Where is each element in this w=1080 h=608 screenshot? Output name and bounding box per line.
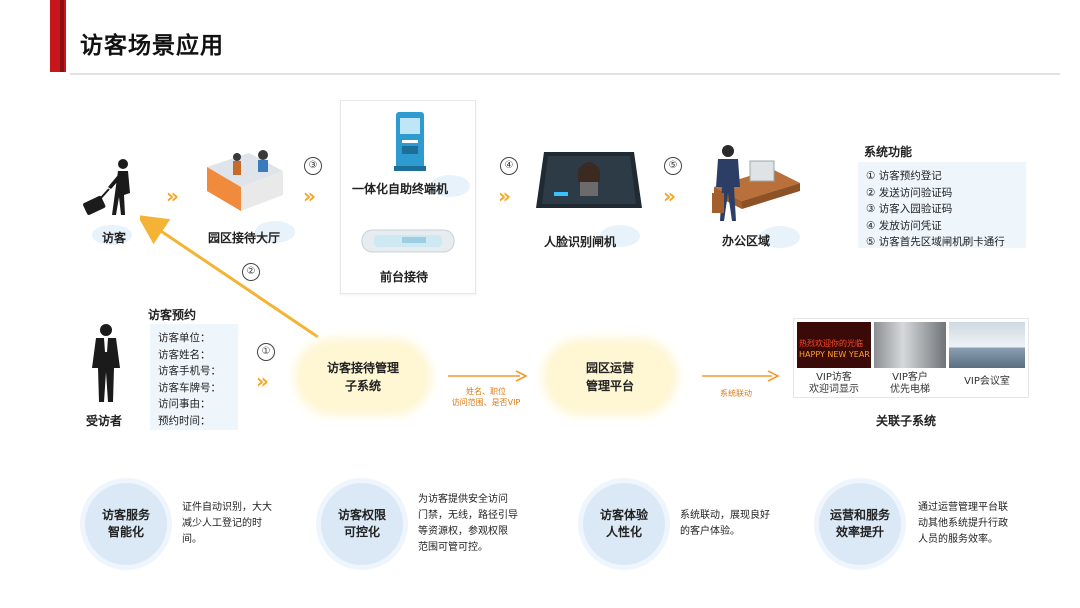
benefit-desc-line: 范围可管可控。: [418, 540, 542, 556]
benefit-access-control-circle: 访客权限可控化: [316, 478, 408, 570]
data-sync-arrow: [446, 369, 530, 383]
office-label: 办公区域: [722, 232, 770, 249]
visitor-label: 访客: [102, 229, 126, 246]
benefit-name-line2: 人性化: [600, 524, 648, 541]
benefit-desc-line: 为访客提供安全访问: [418, 492, 542, 508]
visitor-figure-icon: [78, 155, 142, 221]
chevron-right-icon: »: [303, 184, 310, 208]
reception-subsystem-label: 访客接待管理 子系统: [300, 359, 426, 395]
benefit-smart-service-circle: 访客服务智能化: [80, 478, 172, 570]
step-4-badge: ④: [500, 157, 518, 175]
system-linkage-arrow: [700, 369, 782, 383]
page-title: 访客场景应用: [80, 26, 224, 60]
benefit-desc-line: 减少人工登记的时: [182, 516, 302, 532]
benefit-name-line2: 效率提升: [830, 524, 890, 541]
benefit-efficiency-circle: 运营和服务效率提升: [814, 478, 906, 570]
operations-platform-line1: 园区运营: [548, 359, 672, 377]
card-reader-icon: [360, 226, 456, 256]
function-item: ④ 发放访问凭证: [866, 218, 1018, 235]
benefit-experience-desc: 系统联动，展现良好 的客户体验。: [680, 508, 800, 540]
benefit-name-line2: 智能化: [102, 524, 150, 541]
self-service-kiosk-icon: [390, 110, 430, 172]
assoc-vip-visitor-line1: VIP访客: [797, 372, 871, 384]
system-linkage-label: 系统联动: [700, 388, 772, 399]
assoc-vip-visitor-label: VIP访客 欢迎词显示: [797, 372, 871, 396]
reservation-field: 访客姓名：: [158, 347, 230, 364]
office-workstation-icon: [706, 143, 802, 225]
reservation-form-panel: 访客单位： 访客姓名： 访客手机号： 访客车牌号： 访问事由： 预约时间：: [150, 324, 238, 430]
benefit-desc-line: 动其他系统提升行政: [918, 516, 1042, 532]
front-desk-label: 前台接待: [380, 268, 428, 285]
face-recognition-gate-icon: [534, 148, 644, 212]
benefit-access-control-desc: 为访客提供安全访问 门禁，无线，路径引导 等资源权，参观权限 范围可管可控。: [418, 492, 542, 556]
benefit-efficiency-desc: 通过运营管理平台联 动其他系统提升行政 人员的服务效率。: [918, 500, 1042, 548]
data-sync-label-line2: 访问范围、是否VIP: [440, 397, 532, 408]
data-sync-label-line1: 姓名、职位: [440, 386, 532, 397]
functions-panel: ① 访客预约登记 ② 发送访问验证码 ③ 访客入园验证码 ④ 发放访问凭证 ⑤ …: [858, 162, 1026, 248]
benefit-name-line1: 访客服务: [102, 507, 150, 524]
chevron-right-icon: »: [166, 184, 173, 208]
reservation-field: 访客手机号：: [158, 363, 230, 380]
vip-welcome-screen-text: 热烈欢迎你的光临: [799, 338, 863, 349]
function-item: ⑤ 访客首先区域闸机刷卡通行: [866, 234, 1018, 251]
associated-subsystems-title: 关联子系统: [876, 412, 936, 429]
benefit-name-line1: 访客权限: [338, 507, 386, 524]
benefit-name-line1: 访客体验: [600, 507, 648, 524]
functions-title: 系统功能: [864, 143, 912, 160]
benefit-desc-line: 的客户体验。: [680, 524, 800, 540]
vip-elevator-image: [874, 322, 946, 368]
vip-welcome-screen-image: 热烈欢迎你的光临 HAPPY NEW YEAR: [797, 322, 871, 368]
benefit-name-line2: 可控化: [338, 524, 386, 541]
vip-meeting-room-image: [949, 322, 1025, 368]
vip-welcome-screen-text-en: HAPPY NEW YEAR: [799, 350, 870, 359]
operations-platform-label: 园区运营 管理平台: [548, 359, 672, 395]
benefit-name-line1: 运营和服务: [830, 507, 890, 524]
benefit-desc-line: 人员的服务效率。: [918, 532, 1042, 548]
face-gate-label: 人脸识别闸机: [544, 233, 616, 250]
assoc-vip-visitor-line2: 欢迎词显示: [797, 384, 871, 396]
reservation-field: 预约时间：: [158, 413, 230, 430]
reception-subsystem-line2: 子系统: [300, 377, 426, 395]
step-2-badge: ②: [242, 263, 260, 281]
benefit-desc-line: 证件自动识别，大大: [182, 500, 302, 516]
assoc-vip-customer-label: VIP客户 优先电梯: [874, 372, 946, 396]
function-item: ② 发送访问验证码: [866, 185, 1018, 202]
data-sync-label: 姓名、职位 访问范围、是否VIP: [440, 386, 532, 408]
assoc-vip-meeting-label: VIP会议室: [949, 372, 1025, 387]
header-accent-bar-dark: [60, 0, 64, 72]
chevron-right-icon: »: [498, 184, 505, 208]
reception-subsystem-line1: 访客接待管理: [300, 359, 426, 377]
title-divider: [70, 73, 1060, 75]
reservation-field: 访客车牌号：: [158, 380, 230, 397]
benefit-experience-circle: 访客体验人性化: [578, 478, 670, 570]
benefit-desc-line: 门禁，无线，路径引导: [418, 508, 542, 524]
host-label: 受访者: [86, 412, 122, 429]
step-3-badge: ③: [304, 157, 322, 175]
assoc-vip-customer-line2: 优先电梯: [874, 384, 946, 396]
benefit-desc-line: 等资源权，参观权限: [418, 524, 542, 540]
chevron-right-icon: »: [256, 369, 263, 393]
kiosk-label: 一体化自助终端机: [352, 180, 448, 197]
reservation-field: 访客单位：: [158, 330, 230, 347]
benefit-smart-service-desc: 证件自动识别，大大 减少人工登记的时 间。: [182, 500, 302, 548]
benefit-desc-line: 通过运营管理平台联: [918, 500, 1042, 516]
operations-platform-line2: 管理平台: [548, 377, 672, 395]
step-1-badge: ①: [257, 343, 275, 361]
reservation-title: 访客预约: [148, 306, 196, 323]
chevron-right-icon: »: [663, 184, 670, 208]
benefit-desc-line: 系统联动，展现良好: [680, 508, 800, 524]
reception-desk-icon: [203, 143, 285, 213]
reservation-field: 访问事由：: [158, 396, 230, 413]
step-5-badge: ⑤: [664, 157, 682, 175]
host-figure-icon: [86, 322, 126, 404]
function-item: ① 访客预约登记: [866, 168, 1018, 185]
function-item: ③ 访客入园验证码: [866, 201, 1018, 218]
benefit-desc-line: 间。: [182, 532, 302, 548]
assoc-vip-customer-line1: VIP客户: [874, 372, 946, 384]
